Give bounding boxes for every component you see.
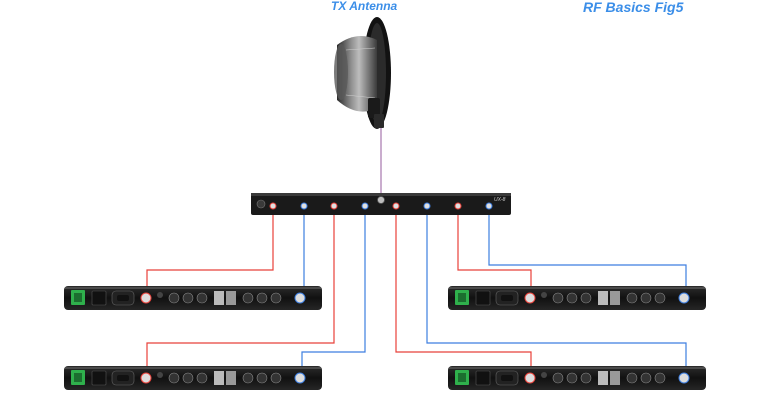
tx-bottom-right-icon [448, 366, 706, 390]
red-cable-4 [457, 210, 532, 292]
figure-title: RF Basics Fig5 [583, 0, 684, 15]
cable-group [146, 210, 687, 372]
red-cable-3 [395, 210, 532, 372]
combiner-model-label: UX-8 [494, 197, 506, 203]
combiner-ports [269, 202, 493, 210]
antenna-icon [334, 17, 391, 129]
red-cable-1 [146, 210, 274, 292]
red-cable-2 [146, 210, 335, 372]
blue-cable-4 [488, 210, 687, 292]
blue-cable-2 [301, 210, 366, 372]
antenna-label: TX Antenna [331, 0, 398, 13]
tx-top-left-icon [64, 286, 322, 310]
tx-top-right-icon [448, 286, 706, 310]
combiner-icon [251, 193, 511, 215]
tx-bottom-left-icon [64, 366, 322, 390]
blue-cable-3 [426, 210, 687, 372]
